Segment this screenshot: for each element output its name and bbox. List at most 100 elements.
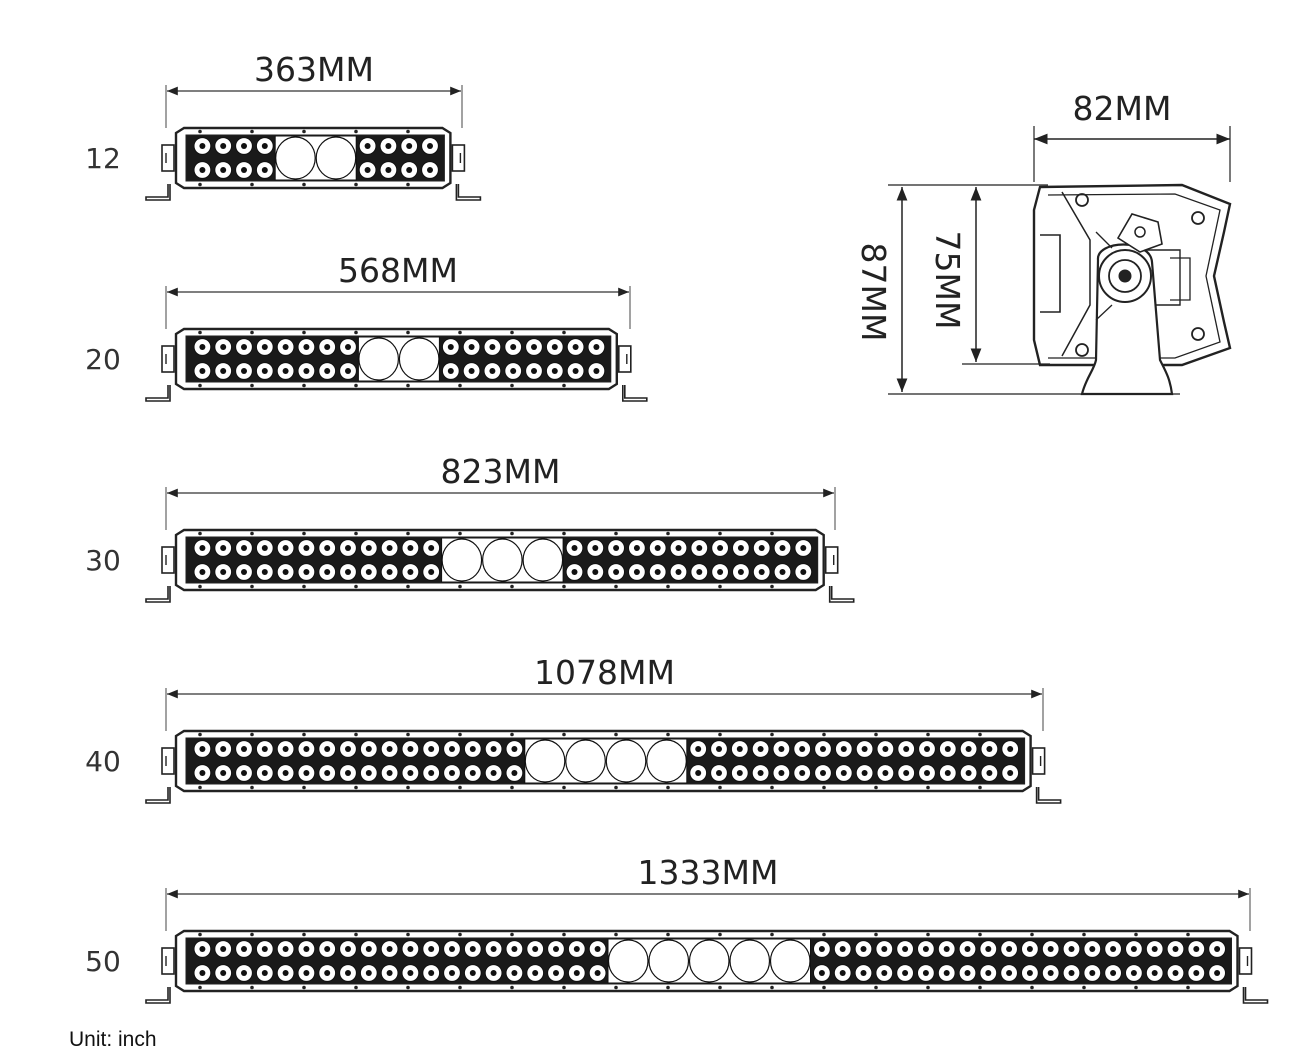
led-chip	[778, 746, 785, 752]
led-chip	[1193, 970, 1200, 976]
led-chip	[964, 970, 971, 976]
led-chip	[241, 770, 247, 776]
led-chip	[860, 946, 867, 952]
led-chip	[324, 569, 331, 575]
rail-screw	[406, 531, 410, 536]
led-chip	[839, 970, 846, 976]
mounting-foot	[1035, 787, 1062, 804]
end-cap	[161, 947, 175, 975]
rail-screw	[406, 182, 410, 187]
spot-lens	[524, 739, 566, 783]
led-chip	[386, 770, 393, 776]
led-chip	[385, 143, 392, 149]
rail-screw	[1186, 985, 1190, 990]
led-chip	[407, 770, 414, 776]
rail-screw	[458, 330, 462, 335]
led-chip	[881, 970, 888, 976]
led-chip	[882, 770, 889, 776]
led-chip	[428, 970, 435, 976]
rail-screw	[354, 732, 358, 737]
led-chip	[324, 770, 331, 776]
led-chip	[303, 770, 310, 776]
rail-screw	[198, 531, 202, 536]
led-chip	[241, 167, 247, 173]
rail-screw	[978, 932, 982, 937]
led-chip	[282, 770, 289, 776]
led-chip	[427, 167, 433, 173]
rail-screw	[250, 985, 254, 990]
led-chip	[469, 970, 476, 976]
led-chip	[199, 167, 206, 173]
led-chip	[737, 569, 744, 575]
led-chip	[303, 344, 310, 350]
led-chip	[1089, 970, 1096, 976]
led-chip	[261, 368, 268, 374]
led-chip	[241, 569, 247, 575]
led-chip	[261, 746, 268, 752]
rail-screw	[250, 182, 254, 187]
led-chip	[903, 746, 910, 752]
led-chip	[839, 946, 846, 952]
led-chip	[592, 545, 599, 551]
rail-screw	[1134, 985, 1138, 990]
rail-screw	[562, 584, 566, 589]
led-chip	[324, 545, 331, 551]
led-chip	[345, 569, 351, 575]
led-chip	[489, 368, 496, 374]
rail-screw	[250, 584, 254, 589]
rail-screw	[614, 584, 618, 589]
led-chip	[220, 344, 227, 350]
led-chip	[1026, 970, 1033, 976]
led-chip	[779, 545, 786, 551]
rail-screw	[874, 985, 878, 990]
led-chip	[199, 545, 206, 551]
rail-screw	[406, 785, 410, 790]
rail-screw	[302, 330, 306, 335]
rail-screw	[510, 584, 514, 589]
led-chip	[489, 344, 496, 350]
led-chip	[737, 545, 744, 551]
led-chip	[386, 545, 393, 551]
led-chip	[654, 545, 661, 551]
mounting-foot	[828, 586, 855, 603]
rail-screw	[562, 383, 566, 388]
led-chip	[716, 746, 722, 752]
mounting-foot	[145, 987, 171, 1004]
rail-screw	[406, 129, 410, 134]
led-chip	[840, 770, 847, 776]
led-chip	[717, 569, 724, 575]
led-chip	[365, 746, 372, 752]
led-chip	[449, 770, 455, 776]
led-chip	[924, 746, 930, 752]
led-chip	[1068, 946, 1075, 952]
led-chip	[261, 143, 268, 149]
spot-lens	[646, 739, 687, 783]
led-chip	[965, 746, 972, 752]
spot-lens	[565, 739, 606, 783]
led-chip	[385, 167, 392, 173]
led-chip	[449, 746, 455, 752]
led-chip	[902, 970, 909, 976]
mounting-foot	[145, 586, 171, 603]
led-chip	[593, 344, 600, 350]
led-chip	[1130, 946, 1137, 952]
led-chip	[553, 970, 559, 976]
led-chip	[985, 946, 992, 952]
led-chip	[407, 569, 414, 575]
led-chip	[695, 746, 702, 752]
led-chip	[345, 770, 351, 776]
led-chip	[511, 946, 518, 952]
led-chip	[924, 770, 930, 776]
led-chip	[654, 569, 661, 575]
end-cap	[617, 345, 632, 373]
led-chip	[800, 569, 807, 575]
led-chip	[510, 368, 517, 374]
rail-screw	[1030, 985, 1034, 990]
led-chip	[365, 545, 372, 551]
led-chip	[675, 545, 682, 551]
spot-lens	[275, 136, 316, 180]
